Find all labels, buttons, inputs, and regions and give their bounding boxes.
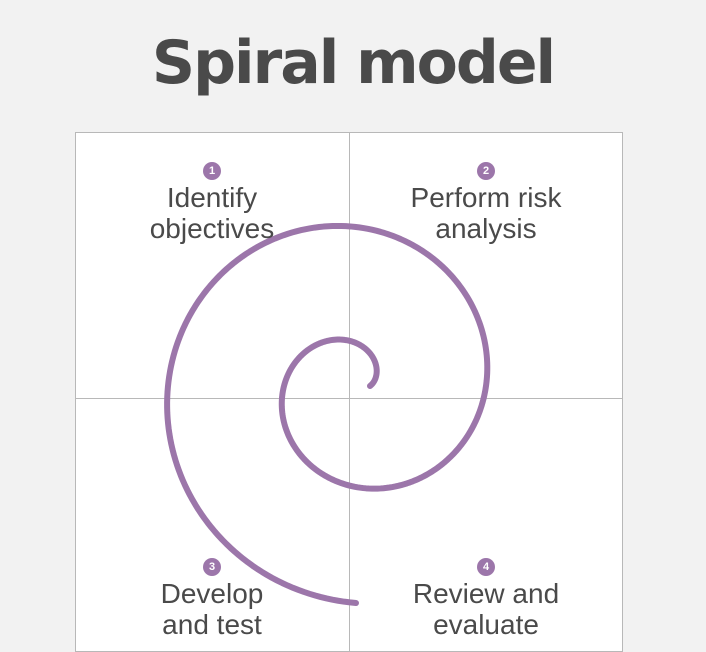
quadrant-3-line-1: Develop bbox=[160, 578, 264, 609]
quadrant-label-3: Develop and test bbox=[75, 578, 349, 640]
quadrant-label-4: Review and evaluate bbox=[349, 578, 623, 640]
quadrant-2-line-1: Perform risk bbox=[410, 182, 562, 213]
page-title: Spiral model bbox=[151, 28, 556, 98]
quadrant-label-2: Perform risk analysis bbox=[349, 182, 623, 244]
step-badge-4: 4 bbox=[477, 558, 495, 576]
spiral-curve bbox=[164, 222, 491, 606]
step-badge-1: 1 bbox=[203, 162, 221, 180]
vertical-divider bbox=[349, 132, 350, 652]
spiral-path bbox=[164, 222, 491, 606]
quadrant-review-and-evaluate: 4 Review and evaluate bbox=[349, 557, 623, 640]
quadrant-2-line-2: analysis bbox=[435, 213, 537, 244]
step-badge-3: 3 bbox=[203, 558, 221, 576]
quadrant-develop-and-test: 3 Develop and test bbox=[75, 557, 349, 640]
quadrant-4-line-1: Review and bbox=[412, 578, 560, 609]
quadrant-perform-risk-analysis: 2 Perform risk analysis bbox=[349, 161, 623, 244]
quadrant-3-line-2: and test bbox=[162, 609, 262, 640]
quadrant-identify-objectives: 1 Identify objectives bbox=[75, 161, 349, 244]
quadrant-1-line-2: objectives bbox=[149, 213, 275, 244]
quadrant-4-line-2: evaluate bbox=[433, 609, 539, 640]
quadrant-1-line-1: Identify bbox=[166, 182, 258, 213]
quadrant-label-1: Identify objectives bbox=[75, 182, 349, 244]
step-badge-2: 2 bbox=[477, 162, 495, 180]
